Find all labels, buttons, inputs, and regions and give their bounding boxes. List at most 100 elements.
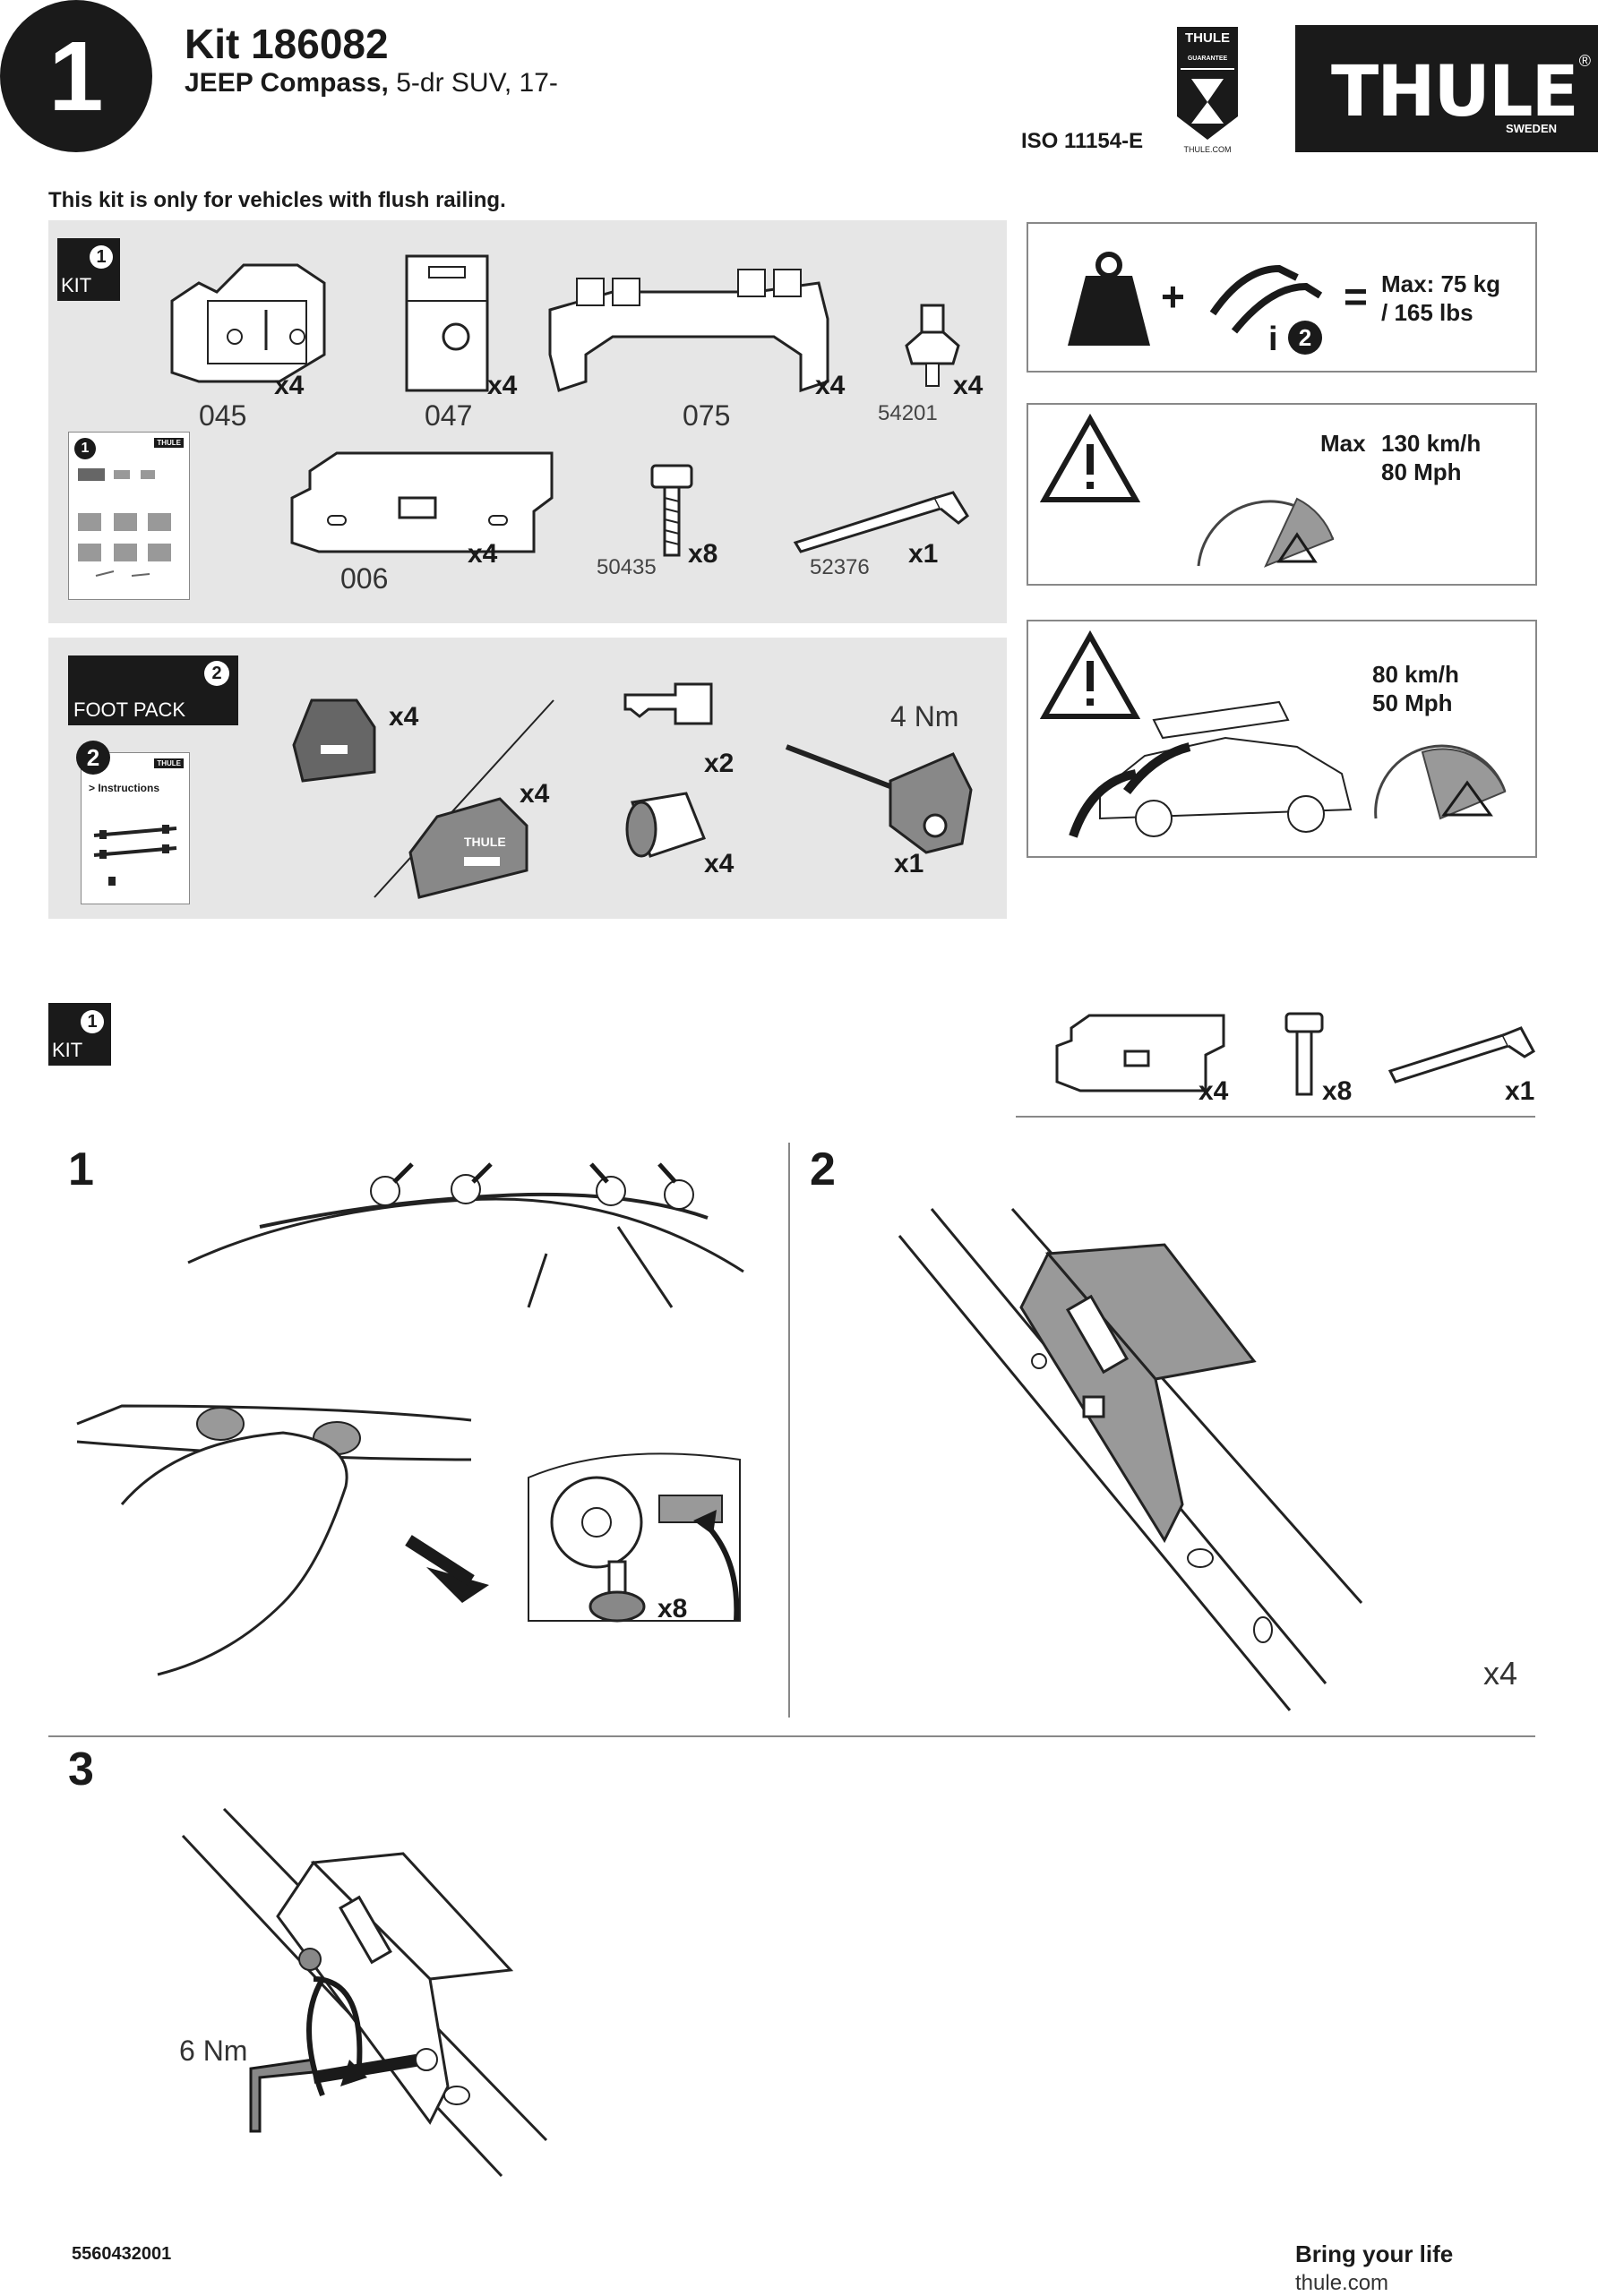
roof-foot-icon (292, 698, 554, 899)
vehicle-line: JEEP Compass, 5-dr SUV, 17- (185, 68, 558, 99)
load-speed-mph: 50 Mph (1372, 690, 1453, 716)
torque-tool-icon (785, 744, 973, 854)
step-3-number: 3 (68, 1743, 94, 1795)
clamp-54201-icon (905, 304, 960, 387)
part-qty: x4 (953, 371, 984, 400)
foot-pack-panel: 2 FOOT PACK 2 THULE > Instructions x4 x4… (48, 638, 1007, 919)
hex-key-52376-icon (793, 491, 969, 553)
bracket-006-icon (290, 451, 554, 553)
foot-pack-badge-label: FOOT PACK (73, 698, 186, 721)
load-speed-box: 80 km/h 50 Mph (1027, 620, 1537, 858)
equals-sign: = (1344, 273, 1368, 320)
warning-triangle-icon (1039, 413, 1141, 502)
step-number-badge: 1 (0, 0, 152, 152)
speed-max-mph: 80 Mph (1381, 458, 1462, 485)
part-qty: x4 (468, 539, 498, 569)
vehicle-make: JEEP Compass, (185, 68, 389, 98)
thule-logo: THULE ® SWEDEN (1295, 25, 1598, 152)
kit-section-badge-label: KIT (52, 1039, 83, 1061)
speedometer-icon (1197, 497, 1335, 568)
screw-cap-icon (589, 1560, 646, 1623)
hand-removing-cap-icon (76, 1404, 489, 1676)
guarantee-shield-icon (1177, 27, 1238, 140)
kit-title: Kit 186082 (185, 21, 389, 67)
roof-bars-icon (93, 825, 177, 886)
step-divider-vertical (788, 1143, 790, 1718)
hex-key-tighten-icon (249, 1976, 438, 2133)
kit-section-badge: 1 KIT (48, 1003, 111, 1066)
kit-badge: 1 KIT (57, 238, 120, 301)
kit-section-badge-num: 1 (81, 1010, 104, 1033)
manual-text: > Instructions (89, 782, 160, 794)
step-1-number: 1 (68, 1144, 94, 1195)
part-qty: x4 (815, 371, 846, 400)
tagline: Bring your life (1295, 2240, 1454, 2267)
load-speed-kmh: 80 km/h (1372, 661, 1459, 688)
part-code: 54201 (878, 401, 938, 425)
part-code: 075 (683, 399, 731, 432)
step-2-number: 2 (810, 1144, 836, 1195)
foot-qty: x4 (389, 702, 419, 732)
bracket-045-icon (170, 263, 326, 383)
adapter-075-icon (548, 269, 829, 393)
manual-logo: THULE (154, 758, 184, 768)
key-icon (623, 682, 713, 725)
kit-badge-label: KIT (61, 274, 92, 296)
kit-manual-thumbnail: 1 THULE (68, 432, 190, 600)
part-code: 047 (425, 399, 473, 432)
foot-qty: x4 (520, 779, 550, 809)
plus-sign: + (1161, 273, 1185, 320)
document-code: 5560432001 (72, 2244, 172, 2264)
manual-illustration-icon (78, 468, 171, 577)
speed-max-kmh: 130 km/h (1381, 430, 1482, 457)
kit-part-qty: x4 (1198, 1076, 1229, 1106)
tool-qty: x1 (894, 849, 924, 878)
bracket-006-icon (1055, 1014, 1225, 1092)
manual-logo: THULE (154, 438, 184, 448)
max-load-lbs: / 165 lbs (1381, 299, 1473, 326)
kit-badge-num: 1 (90, 245, 113, 269)
foot-brand: THULE (464, 835, 506, 849)
iso-standard: ISO 11154-E (1021, 129, 1144, 153)
kit-panel: 1 KIT 045 x4 047 x4 075 x4 54201 x4 1 (48, 220, 1007, 623)
info-num: 2 (1288, 321, 1322, 355)
tool-torque: 4 Nm (890, 700, 959, 732)
logo-reg: ® (1578, 52, 1591, 70)
warning-triangle-icon (1039, 630, 1141, 719)
part-code: 045 (199, 399, 247, 432)
bracket-on-rail-icon (898, 1208, 1363, 1711)
manual-num: 2 (76, 741, 110, 775)
speed-max-label: Max (1320, 430, 1366, 457)
kit-part-qty: x1 (1505, 1076, 1535, 1106)
hex-key-icon (1388, 1026, 1535, 1084)
foot-pack-badge: 2 FOOT PACK (68, 655, 238, 725)
max-load-box: + i 2 = Max: 75 kg / 165 lbs (1027, 222, 1537, 373)
foot-pack-badge-num: 2 (204, 661, 229, 686)
lock-qty: x4 (704, 849, 735, 878)
part-code: 50435 (597, 555, 657, 579)
max-load-kg: Max: 75 kg (1381, 270, 1500, 297)
manual-num: 1 (74, 438, 96, 459)
roof-bars-icon (1209, 264, 1323, 334)
key-qty: x2 (704, 749, 735, 778)
kit-part-qty: x8 (1322, 1076, 1353, 1106)
step-2-repeat: x4 (1483, 1655, 1518, 1692)
part-code: 52376 (810, 555, 870, 579)
bolt-icon (1284, 1012, 1324, 1096)
part-code: 006 (340, 562, 389, 595)
car-with-load-icon (1069, 700, 1353, 838)
speedometer-icon (1374, 744, 1507, 820)
step-divider-horizontal (48, 1735, 1535, 1737)
part-qty: x1 (908, 539, 939, 569)
vehicle-desc: 5-dr SUV, 17- (388, 68, 558, 98)
max-speed-box: Max 130 km/h 80 Mph (1027, 403, 1537, 586)
guarantee-top: THULE (1185, 30, 1230, 46)
divider (1016, 1116, 1535, 1118)
lock-cylinder-icon (625, 792, 706, 858)
part-qty: x4 (487, 371, 518, 400)
flush-railing-notice: This kit is only for vehicles with flush… (48, 188, 506, 212)
step-3-torque: 6 Nm (179, 2035, 248, 2067)
guarantee-bottom: THULE.COM (1183, 145, 1232, 154)
pad-047-icon (405, 254, 489, 392)
guarantee-badge: THULE GUARANTEE THULE.COM (1173, 23, 1241, 158)
